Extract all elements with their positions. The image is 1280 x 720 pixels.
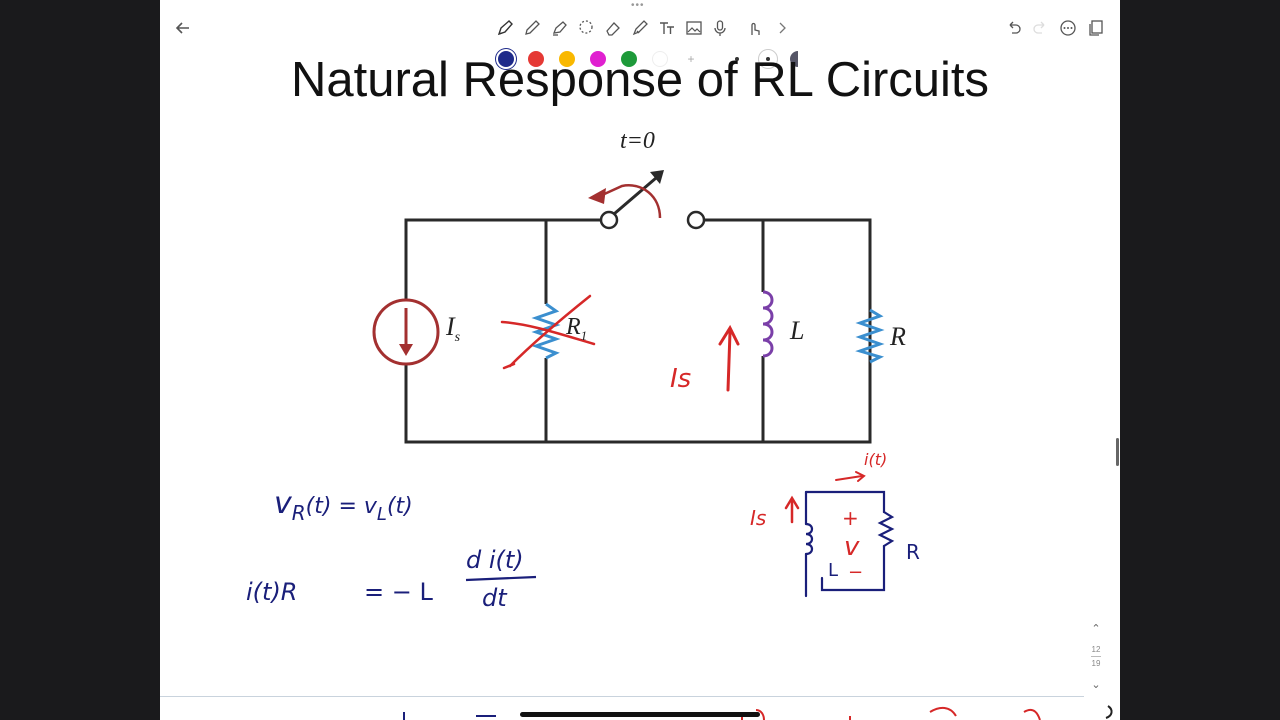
switch	[588, 170, 706, 230]
mini-is-label: Is	[750, 506, 767, 530]
mini-resistor-label: R	[906, 540, 920, 564]
total-page-count: 19	[1091, 659, 1101, 668]
mini-current-label: i(t)	[864, 450, 888, 469]
mini-minus-sign: −	[848, 562, 864, 583]
home-indicator[interactable]	[520, 712, 760, 717]
resistor-r1	[531, 302, 561, 360]
page-title: Natural Response of RL Circuits	[290, 53, 990, 107]
page-navigator: ⌃ 12 19 ⌄	[1088, 622, 1104, 698]
redo-icon[interactable]	[1030, 17, 1052, 39]
more-options-icon[interactable]	[1057, 17, 1079, 39]
current-page-number: 12	[1091, 645, 1101, 654]
add-color-icon[interactable]: +	[687, 52, 695, 66]
color-swatch-white[interactable]	[652, 51, 668, 67]
text-tool-icon[interactable]	[656, 17, 678, 39]
resistor2-label: R	[890, 322, 906, 351]
color-swatch-navy[interactable]	[498, 51, 514, 67]
eraser-tool-icon[interactable]	[602, 17, 624, 39]
toolbar-drag-handle[interactable]: •••	[631, 0, 645, 11]
back-arrow-icon[interactable]	[172, 17, 194, 39]
vertical-scrollbar[interactable]	[1116, 438, 1119, 466]
color-swatch-green[interactable]	[621, 51, 637, 67]
color-swatch-magenta[interactable]	[590, 51, 606, 67]
inductor-l	[762, 290, 774, 358]
pencil-tool-icon[interactable]	[521, 17, 543, 39]
inductor-label: L	[790, 316, 805, 345]
pages-icon[interactable]	[1085, 17, 1107, 39]
current-source	[372, 298, 440, 366]
page-divider	[160, 696, 1084, 697]
color-swatch-yellow[interactable]	[559, 51, 575, 67]
touch-gesture-icon[interactable]	[743, 17, 765, 39]
notes-page: •••	[160, 0, 1120, 720]
highlighter-tool-icon[interactable]	[548, 17, 570, 39]
stroke-thin-option[interactable]	[735, 57, 739, 61]
equation-numerator: d i(t)	[466, 546, 524, 574]
undo-icon[interactable]	[1002, 17, 1024, 39]
equation-current-mid: = − L	[364, 578, 433, 606]
cross-out-mark	[500, 294, 596, 370]
circuit-diagram	[372, 170, 895, 598]
circuit-wires	[404, 218, 872, 444]
fraction-bar	[465, 575, 537, 582]
equation-current-left: i(t)R	[246, 578, 298, 606]
stroke-medium-dot	[766, 57, 770, 61]
chevron-right-icon[interactable]	[771, 17, 793, 39]
toolbar: •••	[160, 0, 1120, 70]
source-label: Is	[446, 312, 461, 346]
mini-circuit-sketch	[784, 471, 895, 598]
lasso-tool-icon[interactable]	[575, 17, 597, 39]
switch-label: t=0	[620, 128, 655, 154]
pen-tool-icon[interactable]	[494, 17, 516, 39]
page-down-icon[interactable]: ⌄	[1091, 679, 1101, 691]
marker-tool-icon[interactable]	[629, 17, 651, 39]
current-note: Is	[670, 364, 692, 394]
mini-voltage-label: v	[844, 532, 860, 562]
mini-plus-sign: +	[842, 506, 859, 530]
equation-denominator: dt	[482, 584, 507, 612]
color-swatch-red[interactable]	[528, 51, 544, 67]
mini-inductor-label: L	[828, 560, 839, 581]
image-tool-icon[interactable]	[683, 17, 705, 39]
microphone-icon[interactable]	[709, 17, 731, 39]
resistor-r	[855, 308, 885, 364]
current-arrow-is	[718, 324, 740, 392]
page-up-icon[interactable]: ⌃	[1091, 623, 1101, 635]
stroke-thick-option[interactable]	[790, 51, 798, 67]
resistor1-label: R1	[566, 314, 588, 343]
equation-voltage: vR(t) = vL(t)	[274, 486, 413, 525]
